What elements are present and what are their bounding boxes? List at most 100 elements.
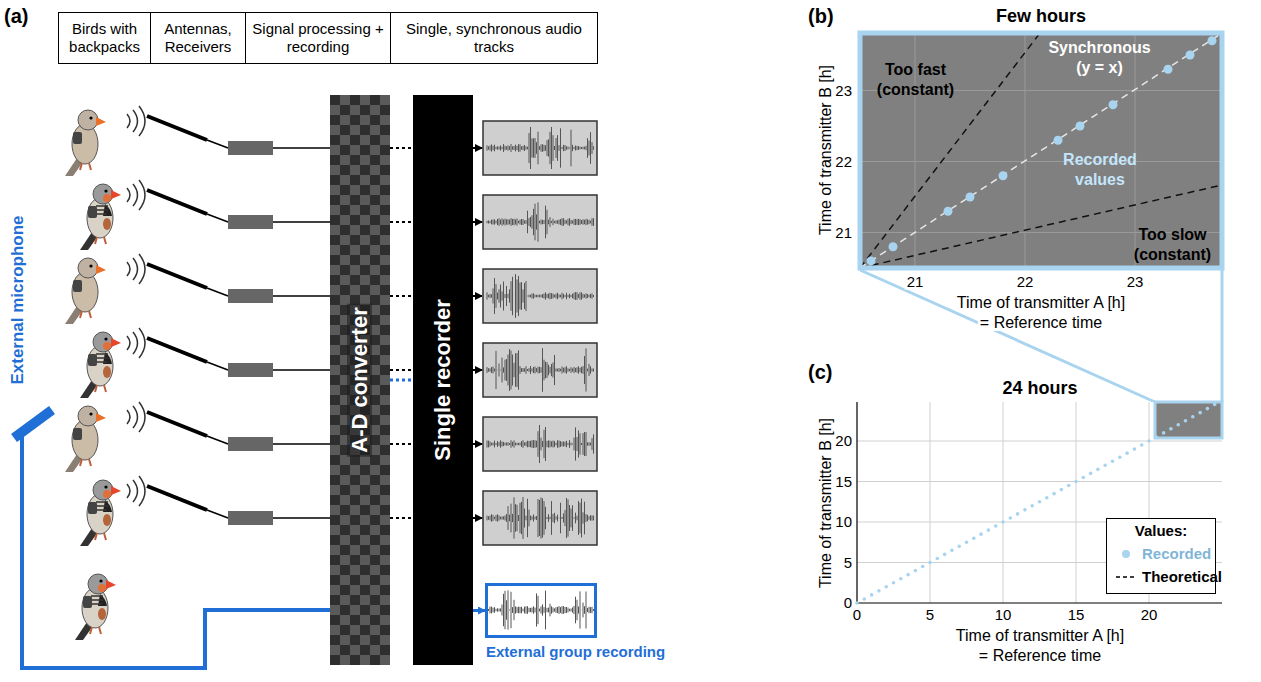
label-text: 22 bbox=[835, 152, 852, 169]
receiver bbox=[228, 215, 273, 229]
bird-icon bbox=[80, 332, 121, 398]
dotted-link bbox=[390, 221, 413, 223]
data-point bbox=[1109, 100, 1118, 109]
bird-icon bbox=[65, 258, 106, 324]
band-text: A-D converter bbox=[347, 303, 372, 456]
cable bbox=[273, 443, 330, 445]
data-point bbox=[1140, 443, 1144, 447]
legend-item: Recorded bbox=[1115, 545, 1211, 562]
data-point bbox=[1016, 512, 1020, 516]
data-point bbox=[928, 561, 932, 565]
label: Few hours bbox=[996, 5, 1086, 28]
radio-waves bbox=[127, 254, 145, 284]
cable bbox=[207, 510, 228, 518]
waveform bbox=[487, 127, 594, 169]
data-point bbox=[1001, 520, 1005, 524]
band-label: A-D converter bbox=[347, 303, 373, 456]
legend-sample bbox=[1115, 571, 1137, 583]
waveform bbox=[487, 348, 594, 392]
audio-track bbox=[483, 417, 597, 471]
data-point bbox=[1155, 435, 1159, 439]
label-text: = Reference time bbox=[978, 314, 1104, 331]
label-text: Too slow (constant) bbox=[1134, 226, 1211, 263]
waveform bbox=[487, 202, 594, 241]
zoom-line bbox=[1221, 270, 1224, 402]
dotted-link bbox=[390, 295, 413, 297]
label: 5 bbox=[844, 553, 852, 572]
legend-text: Theoretical bbox=[1142, 568, 1222, 585]
label: Time of transmitter B [h] bbox=[816, 418, 836, 588]
receiver bbox=[228, 511, 273, 525]
data-point bbox=[914, 569, 918, 573]
waveform bbox=[487, 425, 594, 463]
data-point bbox=[1208, 36, 1217, 45]
header-text: Signal processing + recording bbox=[251, 20, 385, 56]
cable bbox=[273, 295, 330, 297]
label-text: Time of transmitter A [h] bbox=[955, 294, 1127, 311]
data-point bbox=[987, 528, 991, 532]
cable bbox=[273, 147, 330, 149]
data-point bbox=[994, 524, 998, 528]
label: 10 bbox=[835, 513, 852, 532]
waveform bbox=[487, 274, 594, 318]
label: 20 bbox=[835, 432, 852, 451]
bird-icon bbox=[65, 110, 106, 176]
receiver bbox=[228, 289, 273, 303]
waveform bbox=[487, 590, 594, 629]
label-text: Time of transmitter B [h] bbox=[817, 65, 834, 235]
connector bbox=[473, 609, 485, 612]
arrow bbox=[472, 443, 482, 445]
arrow bbox=[472, 147, 482, 149]
audio-track bbox=[483, 491, 597, 545]
panel-letter: (c) bbox=[808, 361, 832, 383]
line-part bbox=[1076, 402, 1077, 603]
label: = Reference time bbox=[978, 313, 1104, 333]
label-text: 24 hours bbox=[1000, 378, 1079, 398]
data-point bbox=[889, 242, 898, 251]
data-point bbox=[1164, 65, 1173, 74]
receiver bbox=[228, 363, 273, 377]
data-point bbox=[1198, 411, 1202, 415]
data-point bbox=[1111, 459, 1115, 463]
header-cell: Birds with backpacks bbox=[58, 12, 151, 64]
audio-track bbox=[483, 121, 597, 175]
data-point bbox=[1125, 451, 1129, 455]
label: Time of transmitter A [h] bbox=[956, 626, 1124, 646]
data-point bbox=[1162, 431, 1166, 435]
dotted-link bbox=[390, 369, 413, 371]
arrow bbox=[472, 517, 482, 519]
radio-waves bbox=[127, 106, 145, 136]
data-point bbox=[892, 581, 896, 585]
panel-letter: (a) bbox=[4, 5, 28, 27]
data-point bbox=[884, 585, 888, 589]
data-point bbox=[863, 597, 867, 601]
label-text: 15 bbox=[1068, 606, 1085, 623]
label: 22 bbox=[835, 152, 852, 171]
audio-track: External group recording bbox=[485, 583, 597, 638]
label: (c) bbox=[808, 360, 832, 385]
legend-sample bbox=[1115, 548, 1137, 560]
antenna bbox=[147, 264, 207, 288]
bird-icon bbox=[80, 184, 121, 250]
microphone-wire bbox=[22, 436, 330, 668]
connector bbox=[390, 379, 413, 382]
label-text: Too fast (constant) bbox=[877, 61, 954, 98]
label-text: Time of transmitter B [h] bbox=[817, 418, 834, 588]
data-point bbox=[1206, 407, 1210, 411]
recorded-points bbox=[867, 36, 1217, 265]
plot-area bbox=[857, 402, 1222, 603]
data-point bbox=[1184, 419, 1188, 423]
data-point bbox=[1103, 464, 1107, 468]
label: Time of transmitter A [h] bbox=[955, 293, 1127, 313]
radio-waves bbox=[127, 476, 145, 506]
label: 22 bbox=[1015, 273, 1036, 292]
radio-waves bbox=[127, 328, 145, 358]
data-point bbox=[1169, 427, 1173, 431]
band-label: Single recorder bbox=[430, 299, 456, 460]
cable bbox=[273, 221, 330, 223]
axes bbox=[857, 402, 1222, 603]
header-text: Birds with backpacks bbox=[64, 20, 145, 56]
data-point bbox=[944, 207, 953, 216]
label-text: 0 bbox=[844, 594, 852, 611]
